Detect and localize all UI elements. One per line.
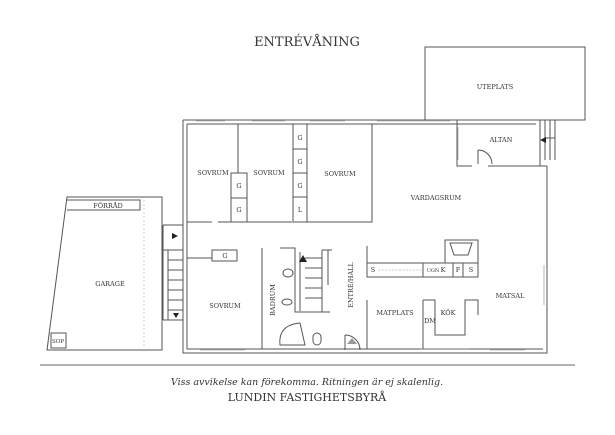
room-label-dm: DM <box>424 317 436 325</box>
garage-stairs <box>162 224 184 321</box>
entrance-door <box>344 334 361 351</box>
room-label-uteplats: UTEPLATS <box>477 83 513 91</box>
bathtub-icon <box>279 322 306 346</box>
sink-icon <box>282 268 294 278</box>
room-label-matplats: MATPLATS <box>376 309 413 317</box>
closet-label: G <box>297 158 302 166</box>
room-label-altan: ALTAN <box>489 136 513 144</box>
room-label-garage: GARAGE <box>95 280 125 288</box>
closet-label: G <box>236 182 241 190</box>
room-label-vardagsrum: VARDAGSRUM <box>410 194 462 202</box>
closet-label: L <box>298 206 303 214</box>
closet-label: G <box>222 252 227 260</box>
room-label-matsal: MATSAL <box>496 292 525 300</box>
arrow-icon <box>299 255 307 262</box>
fireplace-icon <box>449 242 473 256</box>
kitchen-label-s: S <box>371 266 375 274</box>
disclaimer: Viss avvikelse kan förekomma. Ritningen … <box>171 377 443 388</box>
kitchen-label-k: K <box>441 266 446 274</box>
arrow-icon <box>540 137 546 143</box>
room-label-sovrum-4: SOVRUM <box>209 302 241 310</box>
garage-walls <box>46 196 163 351</box>
room-label-forrad: FÖRRÅD <box>93 201 123 210</box>
room-label-sovrum-1: SOVRUM <box>197 169 229 177</box>
kitchen-label-s: S <box>469 266 473 274</box>
kitchen-label-f: F <box>456 266 461 274</box>
main-building-walls <box>182 119 548 354</box>
room-label-sovrum-2: SOVRUM <box>253 169 285 177</box>
altan-door <box>477 149 493 165</box>
altan-stairs <box>544 120 556 160</box>
room-label-entre-hall: ENTRÉ/HALL <box>346 262 355 308</box>
room-label-sop: SOP <box>52 339 64 345</box>
closet-label: G <box>297 182 302 190</box>
company-name: LUNDIN FASTIGHETSBYRÅ <box>228 390 387 404</box>
sop-box <box>50 332 67 349</box>
kitchen-label-ugn: UGN <box>427 268 440 274</box>
entrance-arrow-icon <box>347 338 357 344</box>
toilet-icon <box>281 298 293 306</box>
arrow-icon <box>172 233 178 239</box>
closet-label: G <box>297 134 302 142</box>
forrad-box <box>67 199 141 211</box>
closet-label: G <box>236 206 241 214</box>
toilet-icon <box>312 332 322 346</box>
plan-title: ENTRÉVÅNING <box>254 34 360 50</box>
arrow-icon <box>173 313 179 318</box>
room-label-kok: KÖK <box>441 308 456 317</box>
room-label-sovrum-3: SOVRUM <box>324 170 356 178</box>
room-label-badrum: BADRUM <box>269 284 277 316</box>
